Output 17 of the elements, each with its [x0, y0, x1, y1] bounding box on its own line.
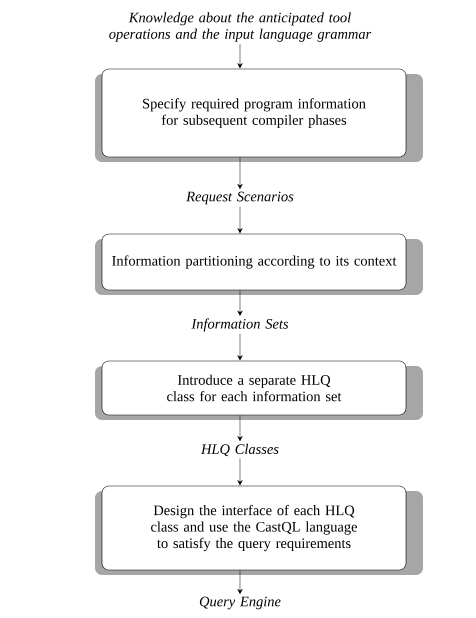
arrow	[237, 290, 243, 316]
italic-label: Request Scenarios	[186, 192, 294, 204]
process-box: Design the interface of each HLQ class and use the CastQL language to satisfy the query requirements	[95, 486, 423, 575]
italic-label: Knowledge about the anticipated tool operations and the input language grammar	[109, 12, 372, 42]
arrow	[237, 157, 243, 190]
arrow	[237, 206, 243, 234]
process-box: Specify required program information for subsequent compiler phases	[95, 68, 423, 162]
process-box: Introduce a separate HLQ class for each information set	[95, 360, 423, 420]
italic-label: Information Sets	[191, 318, 288, 332]
arrow	[237, 570, 243, 594]
italic-label: HLQ Classes	[200, 444, 278, 456]
arrow	[237, 415, 243, 442]
arrow	[237, 44, 243, 68]
arrow	[237, 334, 243, 360]
arrow	[237, 458, 243, 486]
italic-label: Query Engine	[200, 596, 281, 610]
process-box: Information partitioning according to its context	[95, 234, 423, 295]
